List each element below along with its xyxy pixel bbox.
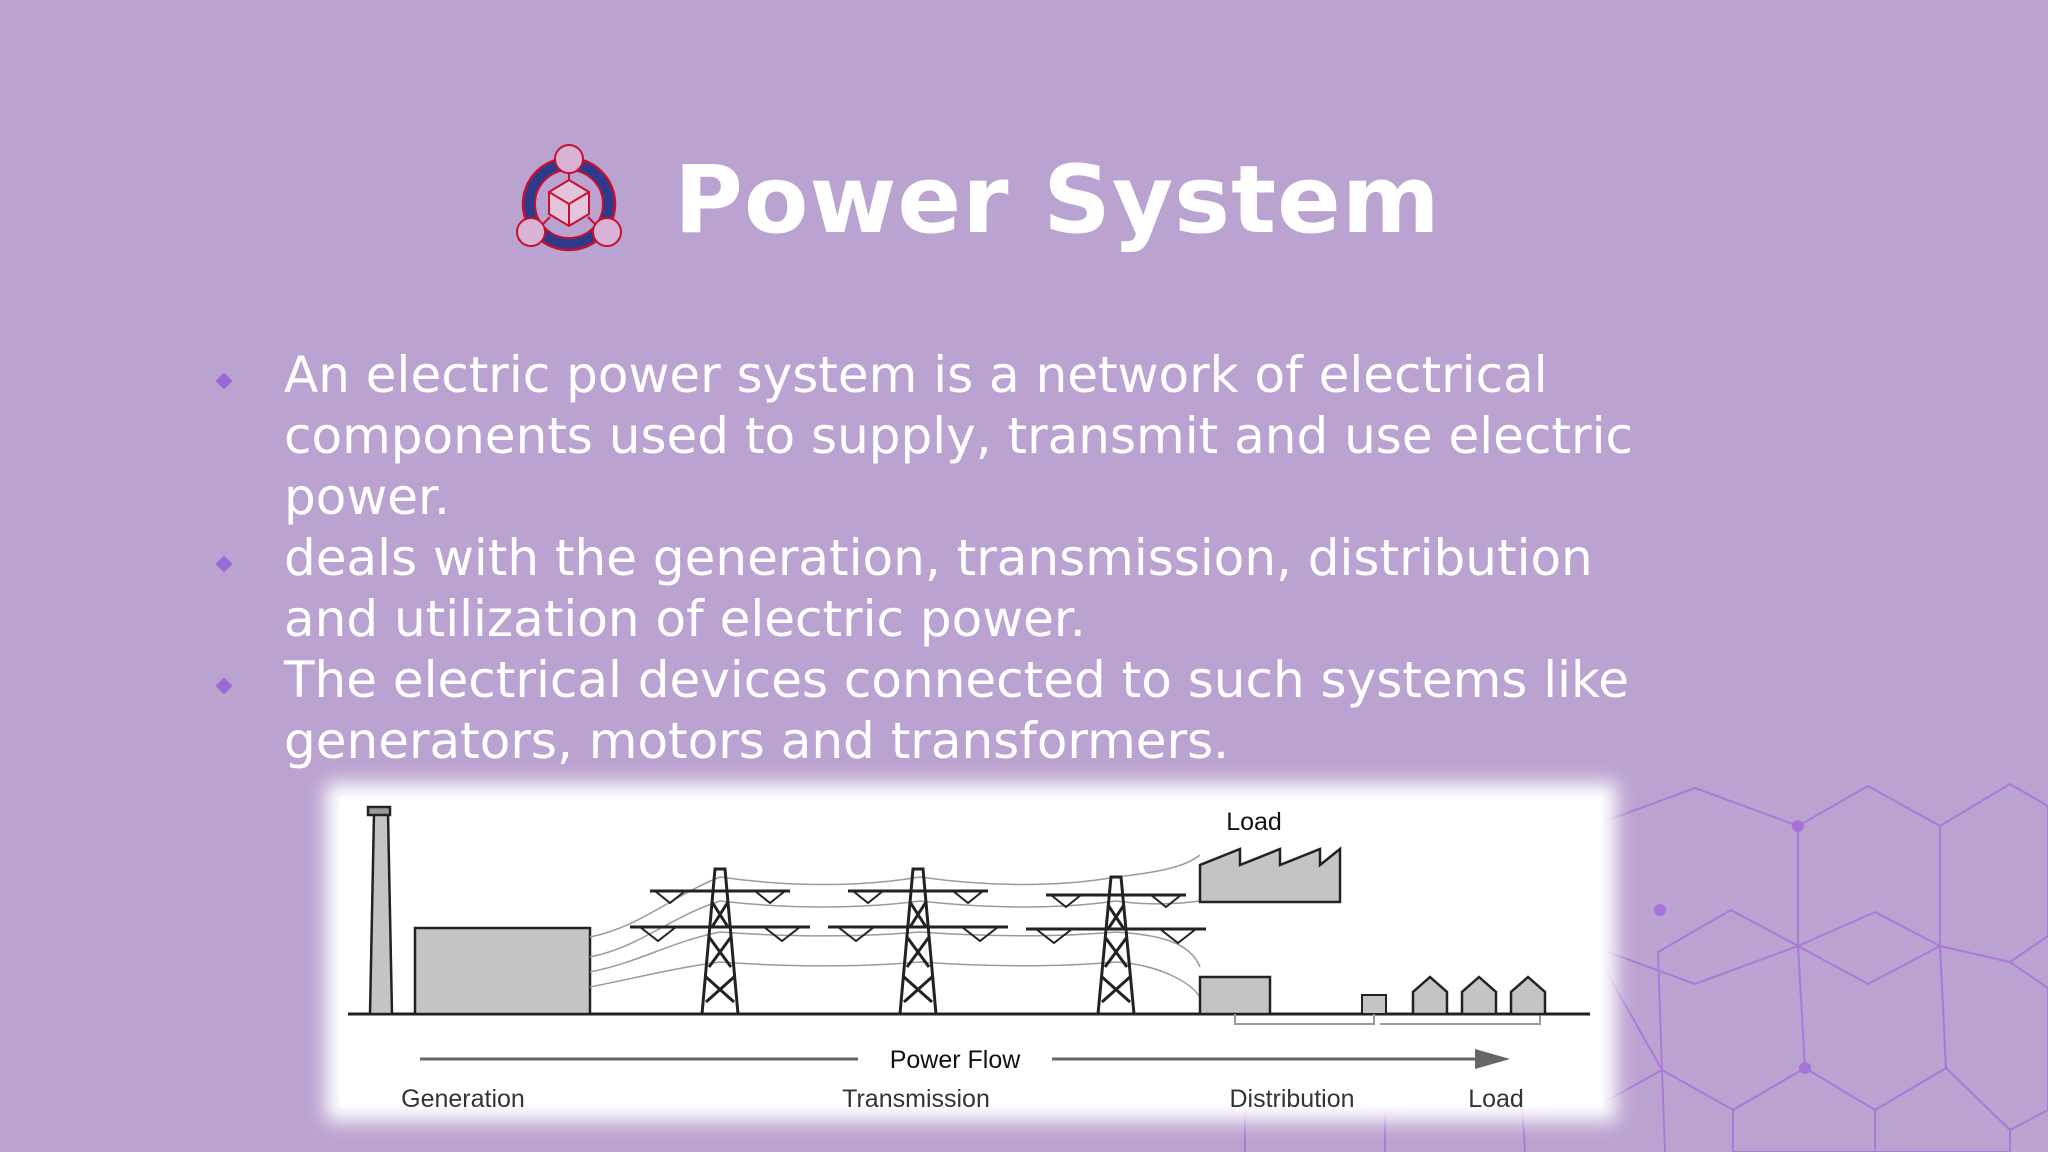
transmission-tower-icon — [1026, 875, 1206, 1016]
bullet-text: The electrical devices connected to such… — [284, 651, 1629, 770]
load-top-label: Load — [1226, 808, 1282, 836]
transformer-icon — [1361, 994, 1387, 1015]
transmission-tower-icon — [828, 867, 1008, 1016]
bullet-text: An electric power system is a network of… — [284, 346, 1633, 526]
list-item: An electric power system is a network of… — [210, 345, 1650, 528]
page-title: Power System — [674, 146, 1441, 255]
bullet-text: deals with the generation, transmission,… — [284, 529, 1593, 648]
network-logo-icon — [516, 144, 622, 252]
bullet-list: An electric power system is a network of… — [210, 345, 1650, 772]
bullet-diamond-icon — [215, 555, 233, 573]
stage-label-transmission: Transmission — [842, 1085, 990, 1107]
stage-label-generation: Generation — [401, 1085, 525, 1107]
power-system-illustration: Load Power Flow Generation Transmission … — [348, 805, 1590, 1107]
list-item: deals with the generation, transmission,… — [210, 528, 1650, 650]
stage-label-distribution: Distribution — [1229, 1085, 1354, 1107]
power-system-diagram: Load Power Flow Generation Transmission … — [340, 797, 1602, 1107]
title-row: Power System — [510, 138, 1441, 264]
transmission-tower-icon — [630, 867, 810, 1016]
bullet-diamond-icon — [215, 677, 233, 695]
power-flow-label: Power Flow — [890, 1046, 1022, 1074]
substation-icon — [1198, 975, 1272, 1016]
factory-icon — [1198, 846, 1342, 904]
list-item: The electrical devices connected to such… — [210, 650, 1650, 772]
bullet-diamond-icon — [215, 372, 233, 390]
stage-label-load: Load — [1468, 1085, 1524, 1107]
arrow-head-icon — [1475, 1049, 1510, 1069]
power-plant-icon — [366, 805, 592, 1016]
house-icon — [1411, 975, 1547, 1016]
